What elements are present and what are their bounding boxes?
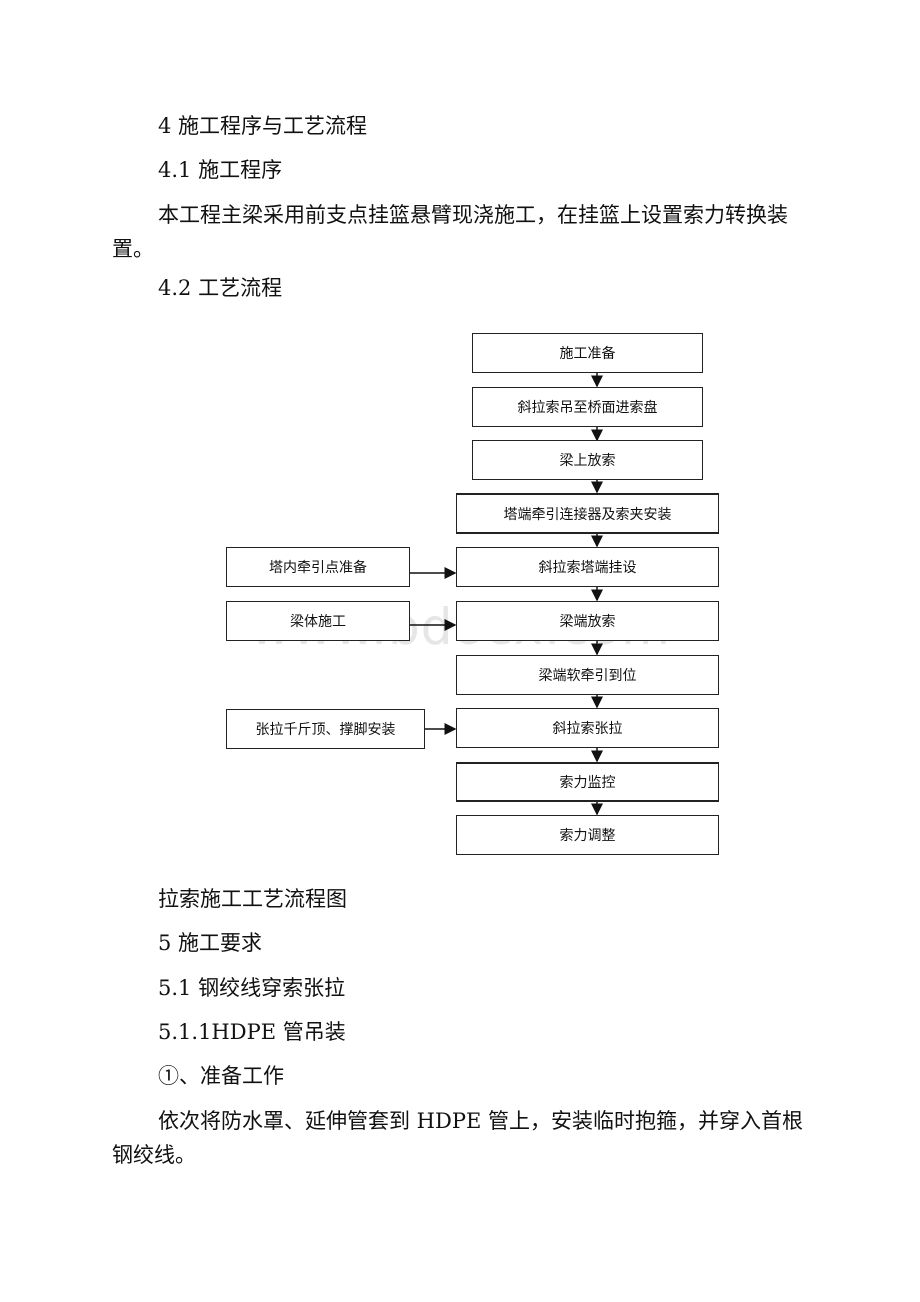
- section-4-heading: 4 施工程序与工艺流程: [158, 114, 368, 138]
- step-7-box: 梁端软牵引到位: [456, 655, 719, 695]
- step-4-box: 塔端牵引连接器及索夹安装: [456, 493, 719, 534]
- step-10-box: 索力调整: [456, 815, 719, 855]
- flowchart-caption: 拉索施工工艺流程图: [158, 887, 347, 911]
- section-4-1-paragraph: 本工程主梁采用前支点挂篮悬臂现浇施工，在挂篮上设置索力转换装置。: [112, 203, 788, 261]
- step-9-box: 索力监控: [456, 762, 719, 802]
- section-5-1-1-heading: 5.1.1HDPE 管吊装: [158, 1020, 346, 1044]
- section-5-1-heading: 5.1 钢绞线穿索张拉: [158, 976, 346, 1000]
- side-step-2-box: 梁体施工: [226, 601, 410, 641]
- step-2-box: 斜拉索吊至桥面进索盘: [472, 387, 703, 427]
- item-1-paragraph: 依次将防水罩、延伸管套到 HDPE 管上，安装临时抱箍，并穿入首根钢绞线。: [112, 1109, 803, 1167]
- section-4-2-heading: 4.2 工艺流程: [158, 276, 283, 300]
- side-step-3-box: 张拉千斤顶、撑脚安装: [226, 709, 425, 749]
- side-step-1-box: 塔内牵引点准备: [226, 547, 410, 587]
- step-6-box: 梁端放索: [456, 601, 719, 641]
- section-5-heading: 5 施工要求: [158, 931, 263, 955]
- step-5-box: 斜拉索塔端挂设: [456, 547, 719, 587]
- section-4-1-heading: 4.1 施工程序: [158, 158, 283, 182]
- item-1-heading: ①、准备工作: [158, 1064, 284, 1088]
- step-3-box: 梁上放索: [472, 440, 703, 480]
- step-1-box: 施工准备: [472, 333, 703, 373]
- step-8-box: 斜拉索张拉: [456, 708, 719, 748]
